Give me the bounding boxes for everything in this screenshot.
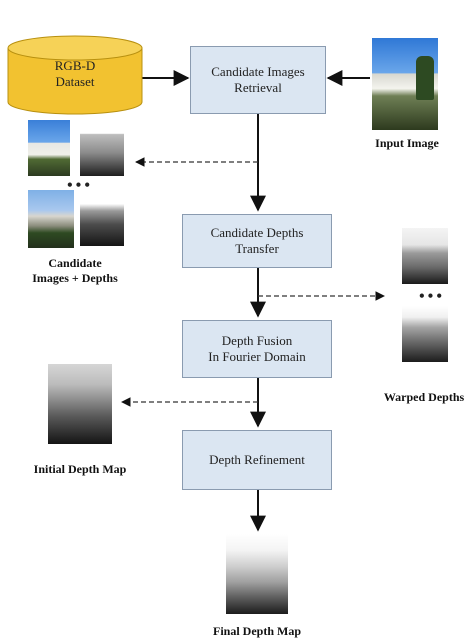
input-image bbox=[372, 38, 438, 130]
candidate-label-line2: Images + Depths bbox=[32, 271, 118, 285]
step-3-line2: In Fourier Domain bbox=[208, 349, 306, 364]
step-candidate-depths-transfer: Candidate Depths Transfer bbox=[182, 214, 332, 268]
final-depth-map-image bbox=[226, 534, 288, 614]
input-image-tree-icon bbox=[416, 56, 434, 100]
step-1-line2: Retrieval bbox=[234, 80, 282, 95]
initial-depth-map-image bbox=[48, 364, 112, 444]
initial-depth-map-label: Initial Depth Map bbox=[33, 462, 127, 476]
warped-depth-2 bbox=[402, 306, 448, 362]
dataset-label-line2: Dataset bbox=[55, 74, 95, 90]
final-depth-map-label: Final Depth Map bbox=[212, 624, 301, 638]
candidate-ellipsis: ••• bbox=[66, 178, 93, 192]
candidate-depth-1 bbox=[80, 124, 124, 176]
step-3-line1: Depth Fusion bbox=[221, 332, 293, 348]
candidate-image-1 bbox=[28, 120, 70, 176]
candidate-image-2 bbox=[28, 190, 74, 248]
dataset-label-line1: RGB-D bbox=[54, 58, 96, 73]
step-candidate-images-retrieval: Candidate Images Retrieval bbox=[190, 46, 326, 114]
dataset-label: RGB-D Dataset bbox=[8, 58, 142, 91]
step-depth-fusion: Depth Fusion In Fourier Domain bbox=[182, 320, 332, 378]
warped-depths-label: Warped Depths bbox=[383, 390, 465, 404]
step-depth-refinement: Depth Refinement bbox=[182, 430, 332, 490]
step-1-line1: Candidate Images bbox=[211, 63, 305, 79]
candidate-label-line1: Candidate bbox=[48, 256, 102, 270]
step-2-line1: Candidate Depths bbox=[210, 224, 304, 240]
input-image-label: Input Image bbox=[375, 136, 439, 150]
step-4-line1: Depth Refinement bbox=[209, 451, 305, 467]
warped-depth-1 bbox=[402, 228, 448, 284]
candidate-depth-2 bbox=[80, 192, 124, 246]
warped-ellipsis: ••• bbox=[418, 289, 445, 303]
step-2-line2: Transfer bbox=[235, 241, 279, 256]
dataset-cylinder-icon bbox=[7, 35, 143, 115]
